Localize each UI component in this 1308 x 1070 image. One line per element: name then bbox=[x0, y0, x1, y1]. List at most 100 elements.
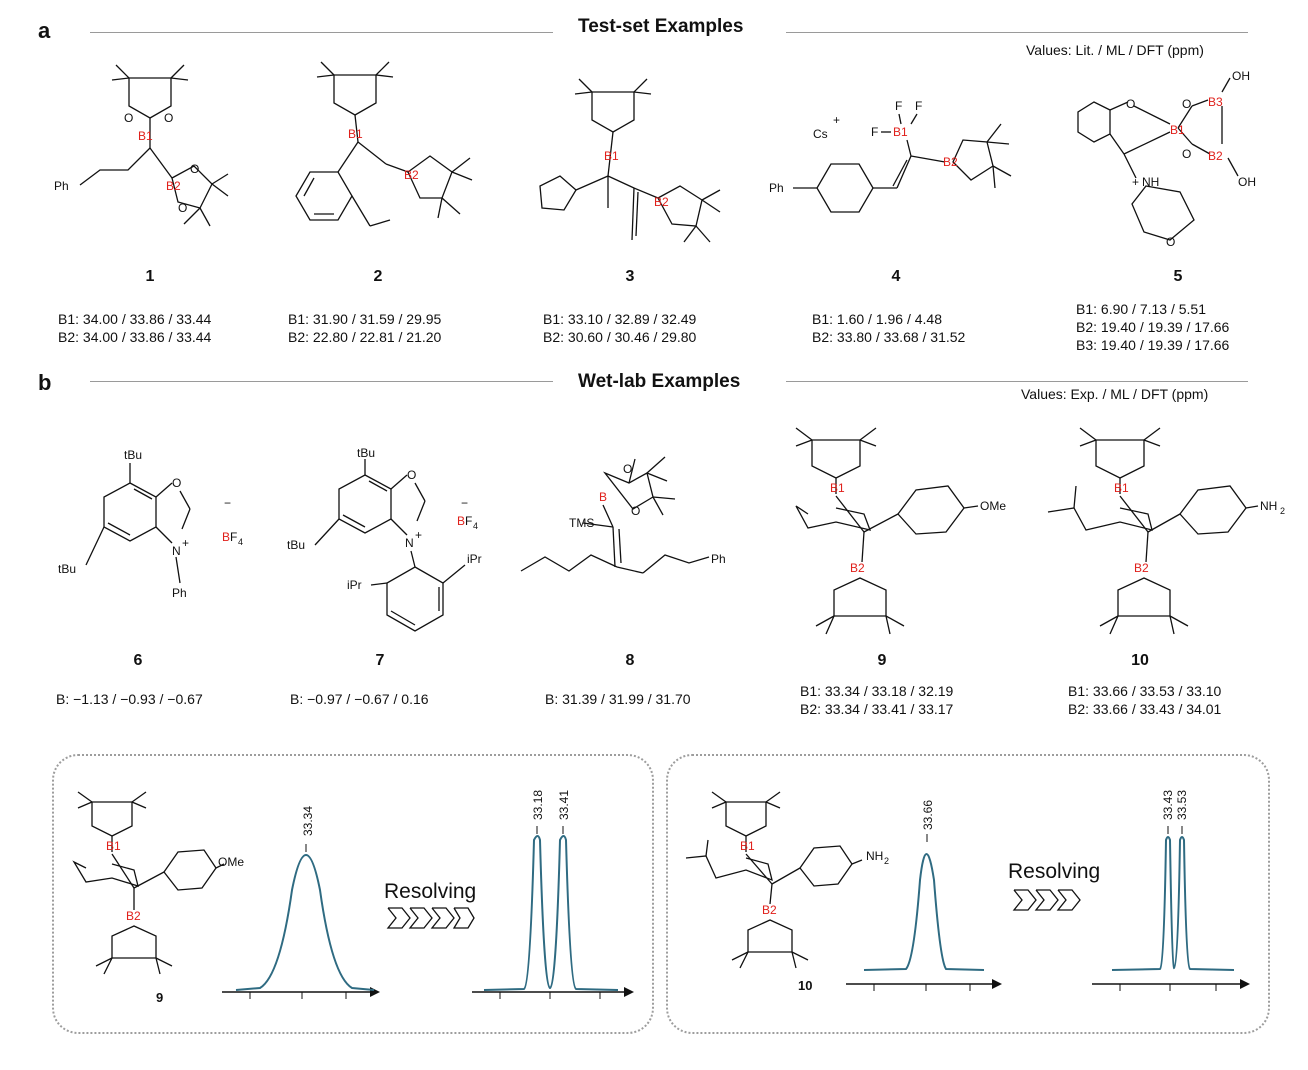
structure-compound-9: B1 OMe B2 bbox=[795, 427, 1006, 635]
svg-text:TMS: TMS bbox=[569, 516, 594, 530]
svg-text:B2: B2 bbox=[762, 903, 777, 917]
spectrum-box-compound-10 bbox=[666, 754, 1270, 1034]
peak-label: 33.41 bbox=[557, 790, 571, 820]
svg-text:F: F bbox=[230, 530, 237, 544]
svg-text:4: 4 bbox=[238, 537, 243, 547]
chevron-arrows-icon bbox=[386, 907, 475, 929]
svg-text:B2: B2 bbox=[1208, 149, 1223, 163]
svg-text:+: + bbox=[833, 113, 840, 127]
ph-label: Ph bbox=[54, 179, 69, 193]
svg-text:N: N bbox=[172, 544, 181, 558]
svg-text:B: B bbox=[599, 490, 607, 504]
svg-text:B2: B2 bbox=[850, 561, 865, 575]
mini-compound-id-9: 9 bbox=[156, 990, 164, 1005]
svg-text:B1: B1 bbox=[830, 481, 845, 495]
peak-label: 33.43 bbox=[1161, 790, 1175, 820]
resolving-label-10: Resolving bbox=[1008, 860, 1101, 883]
svg-text:+: + bbox=[415, 528, 422, 542]
svg-text:4: 4 bbox=[473, 521, 478, 531]
svg-text:B1: B1 bbox=[106, 839, 121, 853]
structure-compound-8: B TMS O O Ph bbox=[520, 456, 726, 574]
svg-text:NH: NH bbox=[1142, 175, 1159, 189]
svg-text:O: O bbox=[190, 162, 199, 176]
svg-text:OMe: OMe bbox=[980, 499, 1006, 513]
svg-text:tBu: tBu bbox=[357, 446, 375, 460]
compound-values-1: B1: 34.00 / 33.86 / 33.44 B2: 34.00 / 33… bbox=[58, 311, 212, 345]
peak-label: 33.34 bbox=[301, 806, 315, 836]
compound-values-7: B: −0.97 / −0.67 / 0.16 bbox=[290, 691, 429, 707]
panel-b-rule-right bbox=[786, 381, 1248, 382]
compound-values-8: B: 31.39 / 31.99 / 31.70 bbox=[545, 691, 691, 707]
svg-text:B2: B2 bbox=[126, 909, 141, 923]
compound-values-6: B: −1.13 / −0.93 / −0.67 bbox=[56, 691, 203, 707]
compound-values-10: B1: 33.66 / 33.53 / 33.10 B2: 33.66 / 33… bbox=[1068, 683, 1222, 717]
svg-text:Ph: Ph bbox=[711, 552, 726, 566]
svg-text:F: F bbox=[915, 99, 922, 113]
svg-text:B1: B1 bbox=[893, 125, 908, 139]
svg-text:O: O bbox=[407, 468, 416, 482]
peak-label: 33.18 bbox=[531, 790, 545, 820]
compound-values-2: B1: 31.90 / 31.59 / 29.95 B2: 22.80 / 22… bbox=[288, 311, 442, 345]
svg-text:N: N bbox=[405, 536, 414, 550]
svg-text:iPr: iPr bbox=[347, 578, 362, 592]
compound-values-5: B1: 6.90 / 7.13 / 5.51 B2: 19.40 / 19.39… bbox=[1076, 301, 1230, 353]
svg-text:OH: OH bbox=[1232, 69, 1250, 83]
svg-text:Cs: Cs bbox=[813, 127, 828, 141]
svg-text:B1: B1 bbox=[604, 149, 619, 163]
panel-a-letter: a bbox=[38, 18, 51, 43]
svg-text:2: 2 bbox=[884, 856, 889, 866]
svg-text:B1: B1 bbox=[740, 839, 755, 853]
svg-text:O: O bbox=[164, 111, 173, 125]
peak-label: 33.66 bbox=[921, 800, 935, 830]
svg-text:+: + bbox=[1132, 175, 1139, 189]
svg-text:F: F bbox=[895, 99, 902, 113]
svg-text:B1: B1 bbox=[1170, 123, 1185, 137]
compound-id: 1 bbox=[145, 268, 155, 285]
compound-id: 8 bbox=[625, 652, 635, 669]
svg-text:O: O bbox=[1166, 235, 1175, 249]
svg-text:B1: B1 bbox=[1114, 481, 1129, 495]
svg-text:B1: B1 bbox=[348, 127, 363, 141]
panel-b-title: Wet-lab Examples bbox=[578, 371, 741, 392]
spectrum-10-before: 33.66 bbox=[846, 800, 1002, 991]
panel-b-letter: b bbox=[38, 370, 52, 395]
spectrum-10-after: 33.43 33.53 bbox=[1092, 790, 1250, 991]
svg-text:B: B bbox=[457, 514, 465, 528]
svg-text:B2: B2 bbox=[943, 155, 958, 169]
svg-text:tBu: tBu bbox=[124, 448, 142, 462]
svg-text:OMe: OMe bbox=[218, 855, 244, 869]
structure-compound-2: B1 B2 bbox=[295, 61, 473, 227]
compound-id: 3 bbox=[625, 268, 635, 285]
svg-text:+: + bbox=[182, 536, 189, 550]
svg-text:tBu: tBu bbox=[58, 562, 76, 576]
svg-text:B2: B2 bbox=[1134, 561, 1149, 575]
resolving-label-9: Resolving bbox=[384, 880, 477, 903]
svg-text:F: F bbox=[871, 125, 878, 139]
panel-a-rule-right bbox=[786, 32, 1248, 33]
svg-text:O: O bbox=[631, 504, 640, 518]
structure-compound-3: B1 B2 bbox=[539, 78, 721, 243]
compound-id: 6 bbox=[133, 652, 143, 669]
svg-text:B2: B2 bbox=[654, 195, 669, 209]
svg-text:OH: OH bbox=[1238, 175, 1256, 189]
compound-id: 10 bbox=[1131, 652, 1149, 669]
svg-text:F: F bbox=[465, 514, 472, 528]
svg-text:O: O bbox=[623, 462, 632, 476]
compound-values-9: B1: 33.34 / 33.18 / 32.19 B2: 33.34 / 33… bbox=[800, 683, 954, 717]
compound-values-3: B1: 33.10 / 32.89 / 32.49 B2: 30.60 / 30… bbox=[543, 311, 697, 345]
svg-text:B3: B3 bbox=[1208, 95, 1223, 109]
svg-text:Ph: Ph bbox=[172, 586, 187, 600]
svg-text:B: B bbox=[222, 530, 230, 544]
panel-a-title: Test-set Examples bbox=[578, 16, 744, 37]
svg-text:O: O bbox=[1182, 147, 1191, 161]
mini-structure-compound-9: B1 OMe B2 bbox=[72, 791, 244, 975]
svg-text:NH: NH bbox=[866, 849, 883, 863]
compound-values-4: B1: 1.60 / 1.96 / 4.48 B2: 33.80 / 33.68… bbox=[812, 311, 966, 345]
spectrum-box-compound-9 bbox=[52, 754, 654, 1034]
panel-b-values-note: Values: Exp. / ML / DFT (ppm) bbox=[1021, 386, 1209, 402]
